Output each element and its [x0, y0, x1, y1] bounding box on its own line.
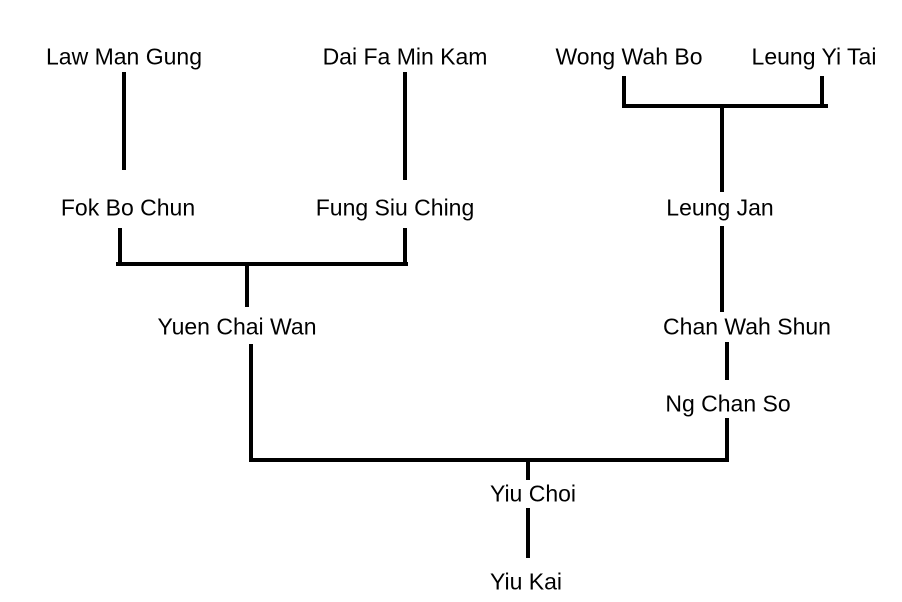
person-law-man-gung: Law Man Gung — [46, 43, 202, 70]
person-wong-wah-bo: Wong Wah Bo — [555, 43, 703, 70]
person-yiu-kai: Yiu Kai — [489, 568, 563, 595]
person-chan-wah-shun: Chan Wah Shun — [663, 313, 831, 340]
person-leung-yi-tai: Leung Yi Tai — [751, 43, 877, 70]
person-fung-siu-ching: Fung Siu Ching — [315, 194, 475, 221]
person-dai-fa-min-kam: Dai Fa Min Kam — [322, 43, 488, 70]
person-ng-chan-so: Ng Chan So — [665, 390, 791, 417]
person-fok-bo-chun: Fok Bo Chun — [60, 194, 196, 221]
person-leung-jan: Leung Jan — [666, 194, 774, 221]
person-yuen-chai-wan: Yuen Chai Wan — [157, 313, 317, 340]
person-yiu-choi: Yiu Choi — [489, 480, 577, 507]
